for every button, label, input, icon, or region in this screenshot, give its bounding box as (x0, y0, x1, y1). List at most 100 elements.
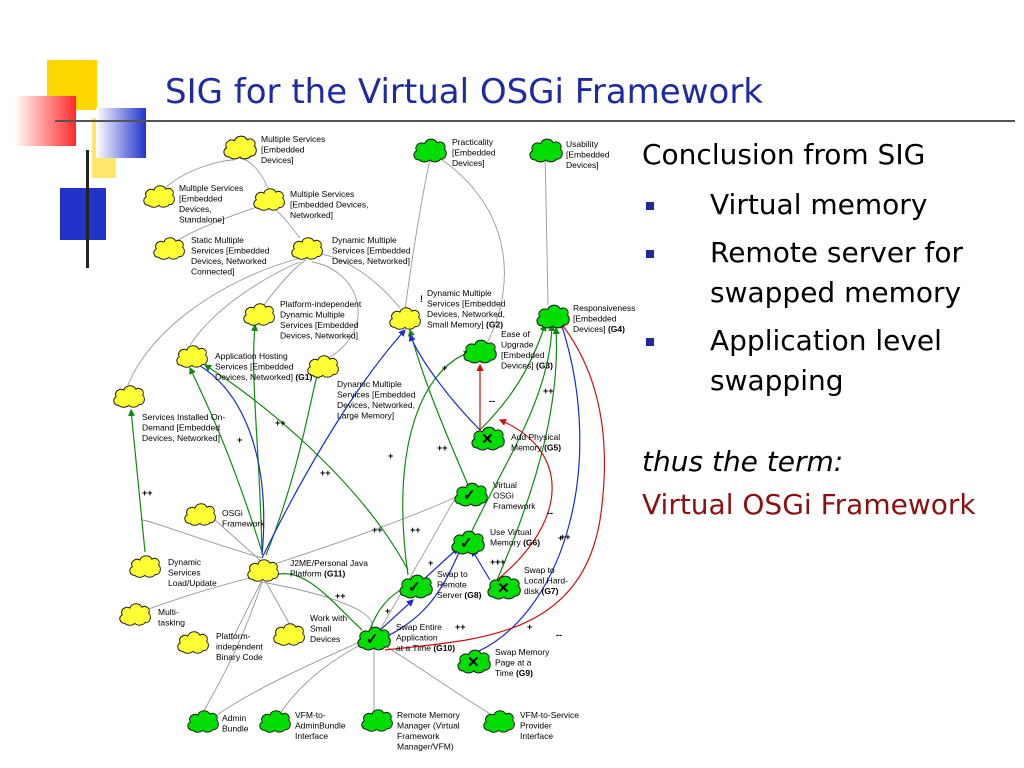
contribution-label: ! (420, 294, 423, 304)
contribution-label: + (385, 606, 390, 616)
softgoal-label-n3: Multiple Services[Embedded Devices,Netwo… (290, 189, 368, 220)
conclusion-panel: Conclusion from SIG Virtual memory Remot… (642, 138, 1012, 521)
deco-blue-gradient-square (96, 108, 146, 158)
cross-icon: ✕ (497, 580, 510, 597)
deco-vertical-line (86, 150, 89, 268)
contribution-labels: ++++++++++++--+++++++++--++++++++++--! (142, 294, 571, 640)
contribution-label: ++ (372, 525, 383, 535)
check-icon: ✓ (463, 487, 476, 504)
goal-g4 (463, 339, 497, 364)
goal-g13 (259, 710, 291, 733)
softgoal-n15 (177, 631, 209, 654)
contribution-label: + (527, 622, 532, 632)
softgoal-n6 (243, 303, 275, 326)
contribution-label: -- (556, 630, 562, 640)
bullet-square-icon (646, 202, 654, 210)
sig-diagram: ✓ ✓ ✓ ✓ ✕ ✕ ✕ Multiple Services[Embedded… (113, 134, 635, 752)
contribution-label: ++ (490, 557, 501, 567)
goal-g3 (536, 304, 570, 329)
softgoal-label-n14: Multi-tasking (158, 607, 185, 628)
contribution-label: + (428, 558, 433, 568)
contribution-label: ++ (275, 418, 286, 428)
goal-g14 (361, 709, 393, 732)
bullet-text: Virtual memory (710, 188, 928, 221)
contribution-label: ++ (495, 557, 506, 567)
title-underline (55, 120, 1015, 122)
softgoal-n12 (129, 555, 161, 578)
goal-g1 (413, 138, 447, 163)
softgoal-n13 (247, 559, 279, 582)
contribution-label: -- (547, 508, 553, 518)
contribution-label: + (442, 363, 447, 373)
softgoal-n8 (176, 345, 208, 368)
contribution-label: ++ (335, 591, 346, 601)
framework-term: Virtual OSGi Framework (642, 488, 976, 521)
status-marks: ✓ ✓ ✓ ✓ ✕ ✕ ✕ (366, 431, 510, 671)
softgoal-n4 (153, 237, 185, 260)
bullet-item: Application level swapping (642, 321, 1012, 401)
softgoal-n9 (307, 355, 339, 378)
positive-contribution-links (128, 323, 560, 631)
bullet-square-icon (646, 250, 654, 258)
cross-icon: ✕ (481, 431, 494, 448)
conclusion-heading: Conclusion from SIG (642, 138, 926, 171)
bullet-text: Remote server for swapped memory (710, 236, 963, 309)
bullet-square-icon (646, 338, 654, 346)
check-icon: ✓ (366, 631, 379, 648)
blue-contribution-links (188, 318, 581, 656)
goal-g15 (483, 710, 515, 733)
softgoal-n11 (184, 503, 216, 526)
softgoal-n14 (119, 603, 151, 626)
softgoal-n3 (253, 188, 285, 211)
contribution-label: ++ (455, 622, 466, 632)
bullet-item: Remote server for swapped memory (642, 233, 1012, 313)
deco-blue-square (60, 188, 106, 240)
goal-g2 (529, 138, 563, 163)
slide-title: SIG for the Virtual OSGi Framework (165, 72, 763, 112)
contribution-label: + (388, 451, 393, 461)
contribution-label: ++ (320, 468, 331, 478)
contribution-label: ++ (560, 532, 571, 542)
softgoal-n16 (273, 623, 305, 646)
contribution-label: + (558, 533, 563, 543)
contribution-label: -- (489, 396, 495, 406)
contribution-label: ++ (142, 488, 153, 498)
softgoal-n2 (143, 185, 175, 208)
bullet-text: Application level swapping (710, 324, 942, 397)
check-icon: ✓ (460, 535, 473, 552)
softgoal-n5 (291, 237, 323, 260)
softgoal-n10 (113, 385, 145, 408)
softgoal-n7 (389, 307, 421, 330)
check-icon: ✓ (408, 579, 421, 596)
contribution-label: ++ (543, 386, 554, 396)
